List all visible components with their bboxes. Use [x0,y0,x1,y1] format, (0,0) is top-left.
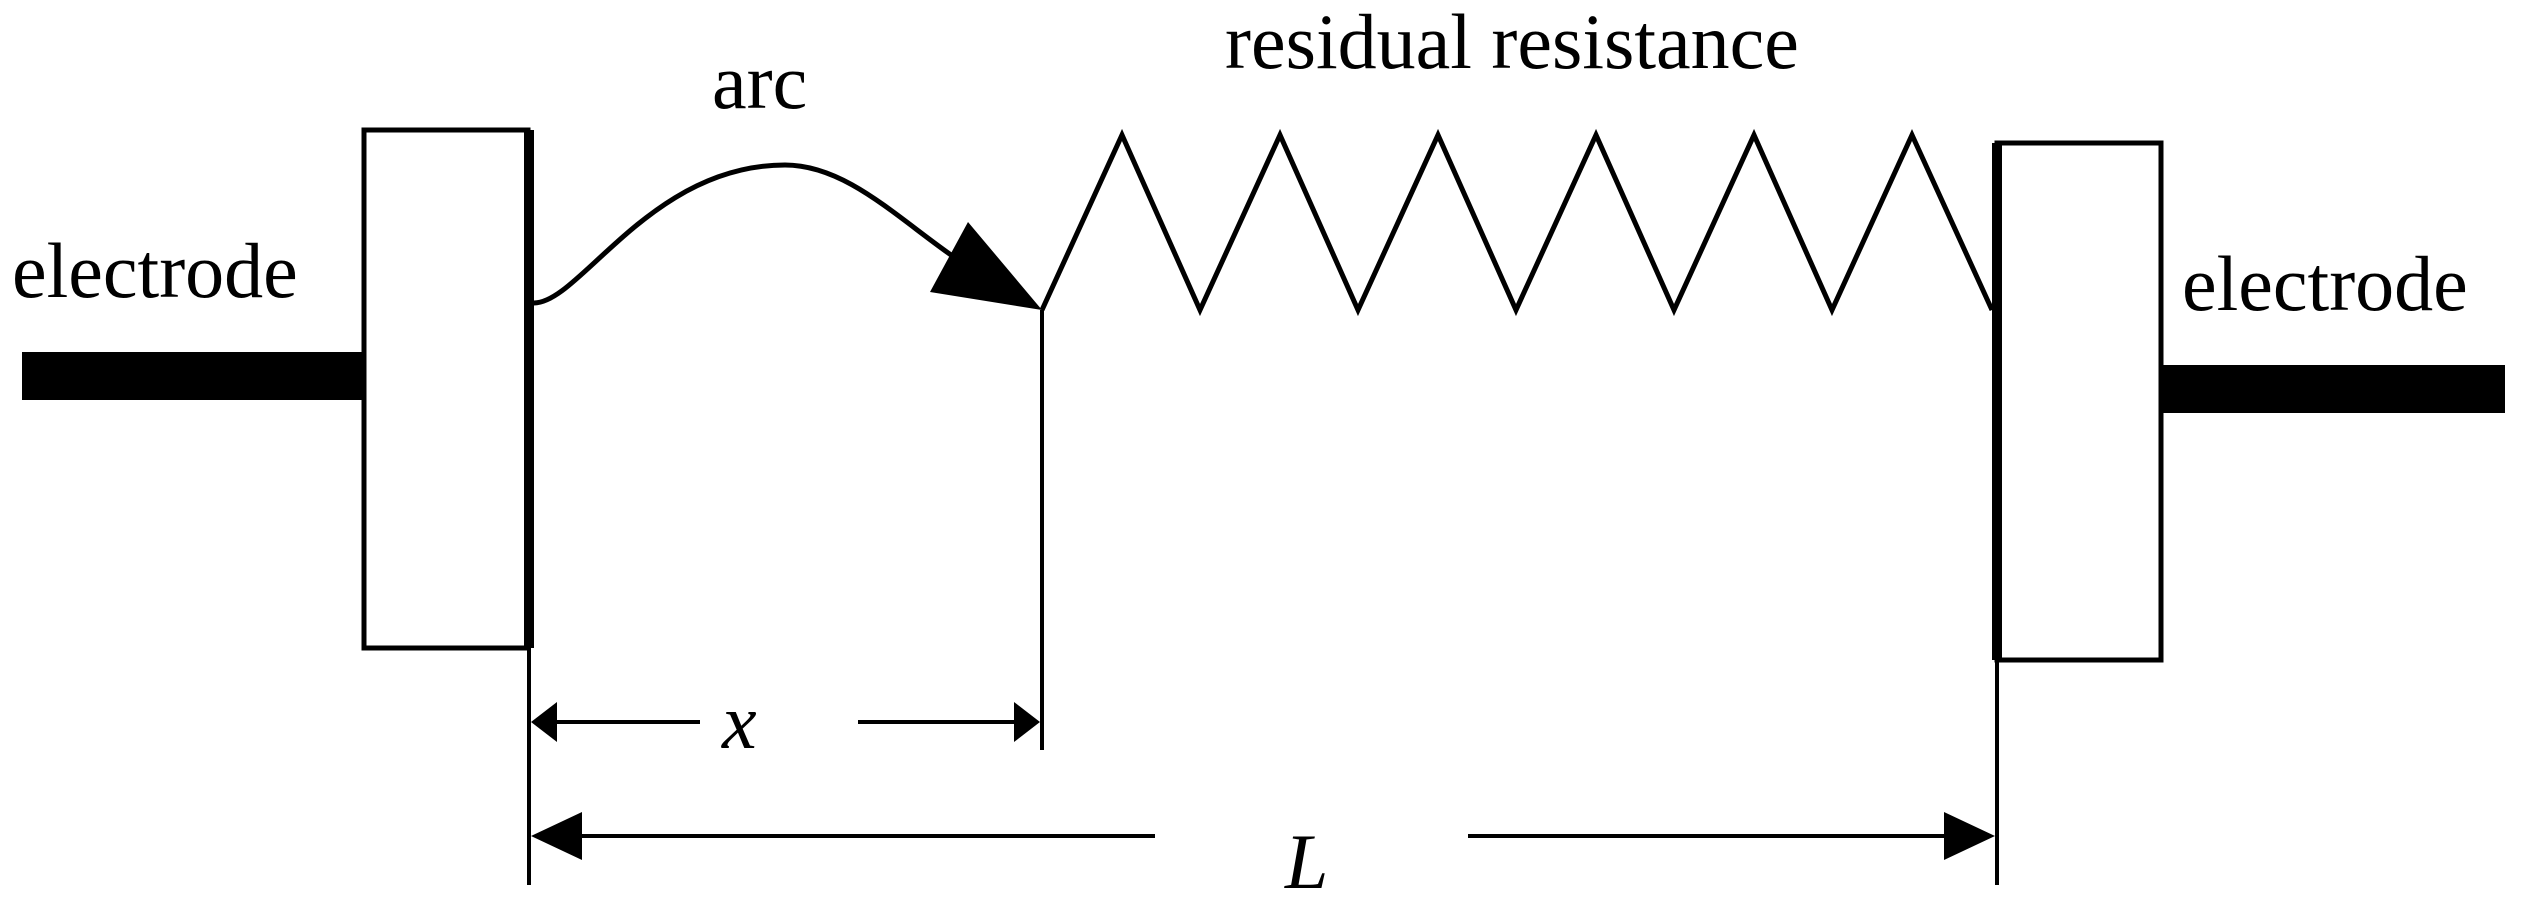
electrode-right-label: electrode [2182,240,2468,327]
dimension-L [531,812,1995,860]
left-electrode-face [524,130,534,648]
right-electrode-plate [1994,140,2164,663]
arc-label: arc [712,38,807,125]
dimension-L-label: L [1284,818,1328,905]
residual-resistance-label: residual resistance [1225,0,1799,85]
left-electrode-plate [361,127,531,651]
dimension-x-arrow-left [531,702,557,742]
arc-curve [533,162,1002,306]
right-electrode-rod [2160,365,2505,413]
residual-resistance-zigzag [1039,128,1995,317]
left-electrode-rod [22,352,365,400]
dimension-x-label: x [721,678,757,765]
left-electrode [22,127,534,651]
dimension-x-arrow-right [1014,702,1040,742]
arc [533,162,1042,310]
dimension-x [531,702,1040,742]
right-electrode [1992,140,2505,663]
arc-arrowhead [930,222,1042,310]
electrode-left-label: electrode [12,227,298,314]
right-electrode-face [1992,143,2002,660]
dimension-L-arrow-right [1944,812,1995,860]
dimension-L-arrow-left [531,812,582,860]
